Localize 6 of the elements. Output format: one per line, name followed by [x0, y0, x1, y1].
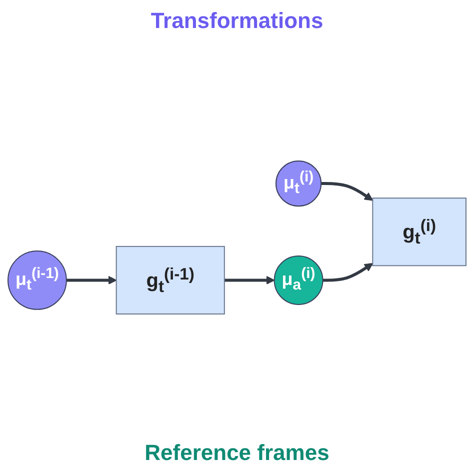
heading: Transformations — [150, 8, 324, 34]
arrow — [321, 182, 374, 200]
row-label: Reference frames — [144, 440, 330, 466]
arrow — [66, 275, 117, 284]
arrow — [224, 275, 275, 284]
arrow — [322, 262, 374, 282]
